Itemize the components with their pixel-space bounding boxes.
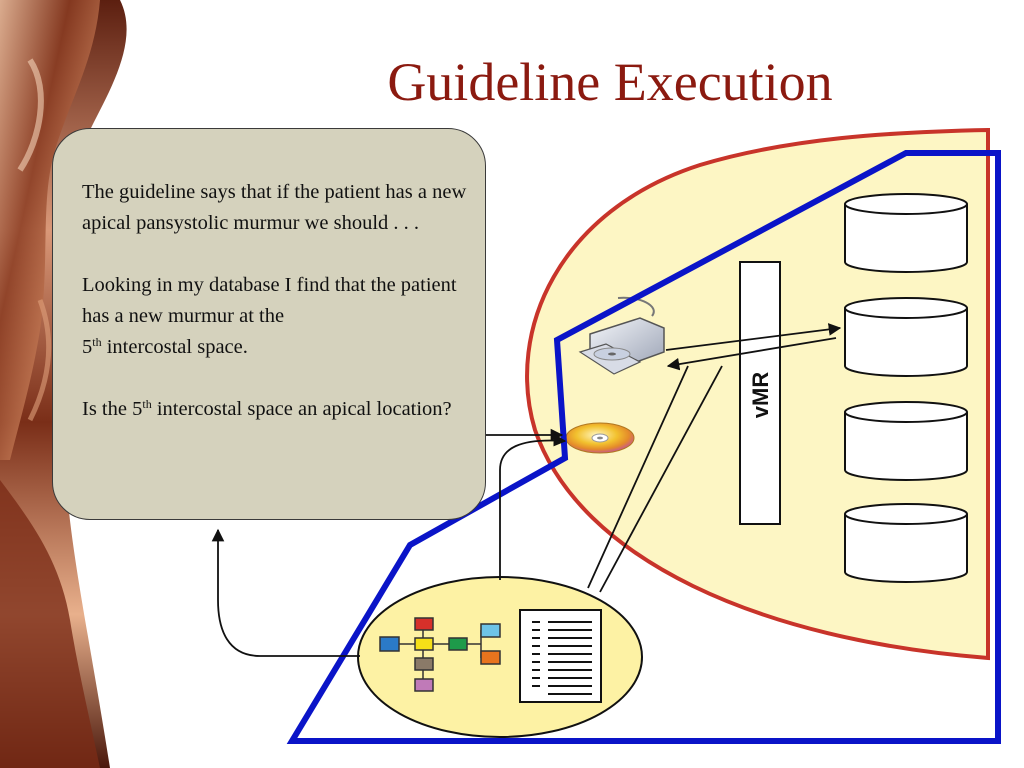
speech-callout: The guideline says that if the patient h… bbox=[52, 128, 486, 520]
callout-p3-start: Is the 5 bbox=[82, 398, 143, 420]
callout-p2-sup: th bbox=[92, 335, 102, 349]
vmr-bar bbox=[739, 261, 781, 525]
database-icon-4 bbox=[844, 503, 968, 583]
callout-p3-end: intercostal space an apical location? bbox=[151, 398, 452, 420]
compact-disc-icon bbox=[565, 422, 635, 454]
callout-p2-num: 5 bbox=[82, 336, 93, 358]
system-boundary bbox=[286, 150, 1001, 744]
link-ellipse-to-drive-1 bbox=[587, 365, 689, 589]
callout-p2-start: Looking in my database I find that the p… bbox=[82, 274, 457, 327]
flowchart-icon bbox=[379, 617, 501, 692]
flow-arrows bbox=[211, 323, 842, 657]
callout-paragraph-2: Looking in my database I find that the p… bbox=[82, 270, 471, 363]
callout-paragraph-1: The guideline says that if the patient h… bbox=[82, 181, 467, 234]
database-icon-1 bbox=[844, 193, 968, 273]
arrow-ellipse-to-callout bbox=[211, 528, 360, 657]
slide-title: Guideline Execution bbox=[387, 52, 833, 112]
callout-p3-sup: th bbox=[142, 397, 152, 411]
database-icon-3 bbox=[844, 401, 968, 481]
disk-drive-icon bbox=[578, 296, 665, 375]
database-stack bbox=[844, 193, 968, 583]
arrow-database-to-drive bbox=[666, 337, 837, 371]
arrow-drive-to-database bbox=[665, 323, 842, 351]
vmr-label: vMR bbox=[748, 372, 773, 419]
document-icon bbox=[519, 609, 602, 703]
arrow-ellipse-to-disc bbox=[499, 433, 567, 580]
link-ellipse-to-drive-2 bbox=[599, 365, 723, 593]
callout-paragraph-3: Is the 5th intercostal space an apical l… bbox=[82, 394, 471, 425]
database-icon-2 bbox=[844, 297, 968, 377]
callout-p2-end: intercostal space. bbox=[101, 336, 248, 358]
